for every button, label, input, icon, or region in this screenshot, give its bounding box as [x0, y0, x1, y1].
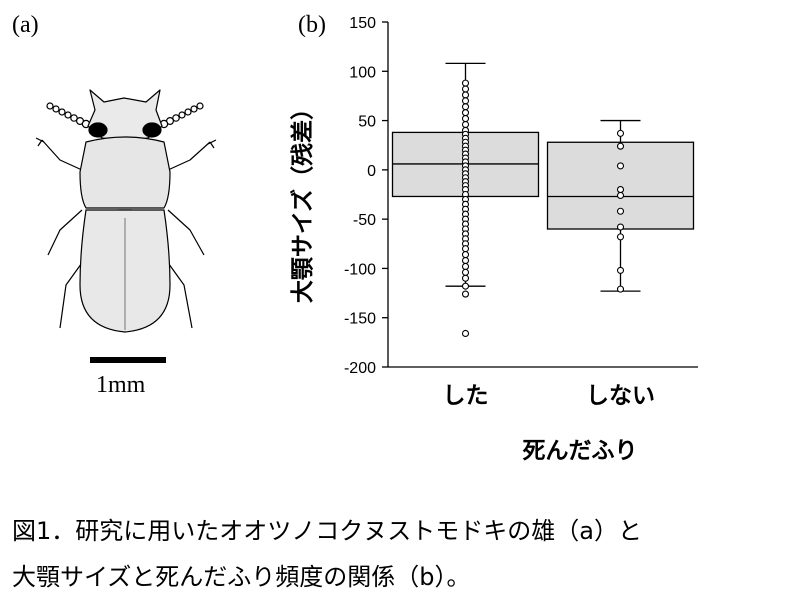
data-point: [616, 191, 625, 200]
scale-label: 1mm: [96, 372, 146, 398]
data-point: [461, 251, 470, 259]
y-tick-label: 50: [358, 114, 376, 131]
iqr-box: [546, 141, 695, 230]
data-point: [461, 274, 470, 282]
left-antenna: [46, 102, 91, 129]
data-point: [461, 79, 470, 87]
y-tick-label: -100: [344, 261, 376, 278]
data-point: [461, 329, 470, 338]
y-tick-label: -50: [353, 212, 376, 229]
data-point: [461, 120, 470, 129]
data-point: [461, 268, 470, 276]
data-point: [461, 91, 470, 99]
data-point: [616, 233, 625, 241]
panel-b-label: (b): [298, 12, 326, 38]
y-axis-label: 大顎サイズ（残差）: [289, 97, 316, 303]
caption-line-2: 大顎サイズと死んだふり頻度の関係（b）。: [12, 563, 471, 591]
data-point: [616, 162, 625, 170]
data-point: [461, 103, 470, 111]
y-tick-label: 0: [367, 163, 376, 180]
y-tick-label: -200: [344, 360, 376, 377]
category-label: しない: [586, 383, 655, 409]
data-point: [616, 142, 625, 150]
chart-boxes: した しない: [391, 62, 695, 409]
data-point: [616, 285, 625, 293]
data-point: [461, 115, 470, 123]
chart-axes: 150 100 50 0 -50 -100 -150 -200: [344, 15, 698, 377]
data-point: [616, 223, 625, 231]
y-tick-label: 100: [349, 64, 376, 81]
data-point: [461, 97, 470, 105]
x-axis-label: 死んだふり: [523, 438, 638, 464]
scale-bar: [90, 357, 166, 363]
box-group-2: しない: [546, 119, 695, 409]
data-point: [461, 290, 470, 298]
data-point: [616, 129, 625, 137]
data-point: [461, 262, 470, 271]
data-point: [461, 85, 470, 93]
beetle-illustration: [35, 89, 217, 333]
box-group-1: した: [391, 62, 540, 409]
right-antenna: [159, 102, 204, 129]
category-label: した: [443, 383, 489, 409]
figure-caption: 図1．研究に用いたオオツノコクヌストモドキの雄（a）と 大顎サイズと死んだふり頻…: [12, 508, 792, 600]
caption-line-1: 図1．研究に用いたオオツノコクヌストモドキの雄（a）と: [12, 517, 642, 545]
data-point: [461, 245, 470, 253]
boxplot-chart: 150 100 50 0 -50 -100 -150 -200 した しない 大顎サイズ（残差）…: [289, 15, 698, 464]
data-point: [461, 109, 470, 117]
y-tick-label: 150: [349, 15, 376, 32]
y-tick-label: -150: [344, 311, 376, 328]
panel-a-label: (a): [12, 12, 39, 38]
data-point: [461, 282, 470, 290]
data-point: [461, 256, 470, 265]
data-point: [616, 186, 625, 194]
data-point: [616, 266, 625, 274]
data-point: [616, 207, 625, 215]
